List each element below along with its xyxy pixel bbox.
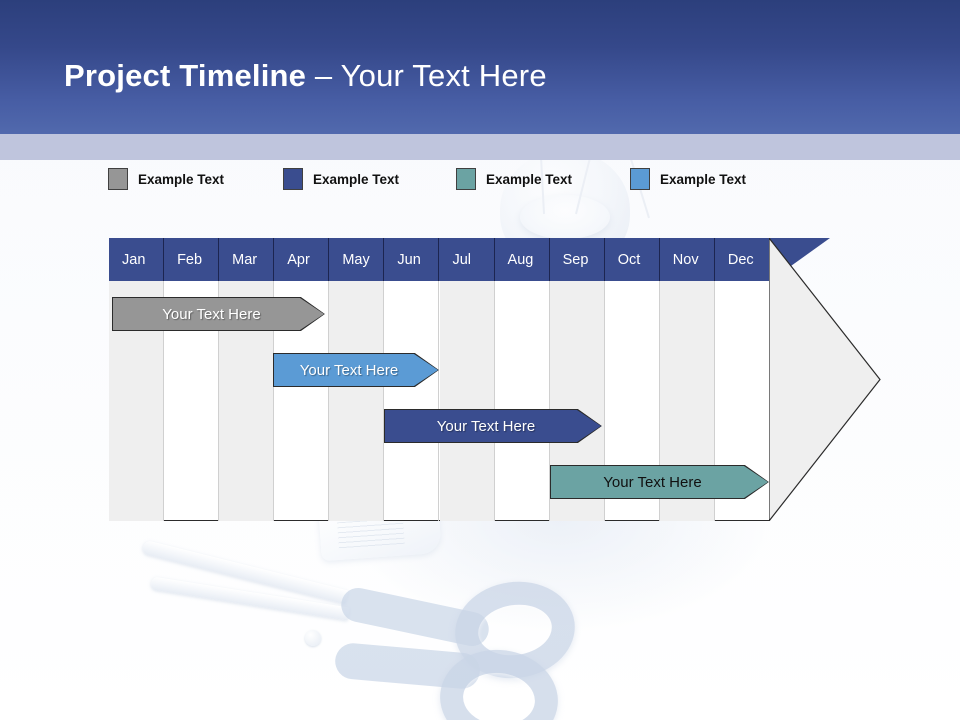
timeline-arrow-head xyxy=(768,236,881,523)
legend-item-0: Example Text xyxy=(108,168,224,190)
legend-swatch-icon xyxy=(630,168,650,190)
scissors-blade-icon xyxy=(150,576,350,621)
month-column-jan xyxy=(109,238,165,521)
legend-label: Example Text xyxy=(138,171,225,187)
month-header-mar[interactable]: Mar xyxy=(219,238,275,281)
scissors-ring-icon xyxy=(435,644,563,720)
task-bar-label: Your Text Here xyxy=(162,305,261,323)
month-header-jun[interactable]: Jun xyxy=(384,238,440,281)
month-header-feb[interactable]: Feb xyxy=(164,238,220,281)
task-bar-shape-icon xyxy=(384,409,602,443)
legend-item-3: Example Text xyxy=(630,168,746,190)
scissors-pivot-icon xyxy=(305,630,321,646)
month-column-aug xyxy=(495,238,550,521)
header-underband xyxy=(0,134,960,160)
task-bar-shape-icon xyxy=(273,353,439,387)
task-bar-3[interactable]: Your Text Here xyxy=(550,465,769,499)
task-bar-label: Your Text Here xyxy=(299,361,399,379)
task-bar-label: Your Text Here xyxy=(436,417,536,435)
scissors-ring-icon xyxy=(448,574,582,686)
legend-item-2: Example Text xyxy=(456,168,572,190)
legend-item-1: Example Text xyxy=(283,168,399,190)
month-header-sep[interactable]: Sep xyxy=(549,238,605,281)
month-column-oct xyxy=(605,238,660,521)
timeline-arrow-head-icon xyxy=(768,236,881,523)
month-header-apr[interactable]: Apr xyxy=(274,238,330,281)
task-bar-1[interactable]: Your Text Here xyxy=(273,353,439,387)
page-title: Project Timeline – Your Text Here xyxy=(64,58,547,94)
month-header-aug[interactable]: Aug xyxy=(494,238,550,281)
page-title-regular: – Your Text Here xyxy=(306,58,547,93)
task-bar-label: Your Text Here xyxy=(603,473,702,491)
scissors-handle-icon xyxy=(338,584,492,650)
month-column-feb xyxy=(164,238,220,521)
task-bar-shape-icon xyxy=(112,297,325,331)
task-bar-shape-icon xyxy=(550,465,769,499)
page-title-bold: Project Timeline xyxy=(64,58,307,93)
month-header-may[interactable]: May xyxy=(329,238,385,281)
task-bar-2[interactable]: Your Text Here xyxy=(384,409,602,443)
legend-swatch-icon xyxy=(456,168,476,190)
header-band xyxy=(0,0,960,134)
pincushion-rim-icon xyxy=(520,195,610,239)
month-column-jun xyxy=(384,238,440,521)
chart-legend: Example Text Example Text Example Text Exam… xyxy=(108,168,828,196)
scissors-handle-icon xyxy=(333,641,482,691)
month-header-dec[interactable]: Dec xyxy=(714,238,770,281)
month-header-oct[interactable]: Oct xyxy=(604,238,660,281)
scissors-blade-icon xyxy=(141,539,349,605)
month-header-jul[interactable]: Jul xyxy=(439,238,495,281)
legend-label: Example Text xyxy=(660,171,747,187)
legend-label: Example Text xyxy=(486,171,573,187)
legend-swatch-icon xyxy=(108,168,128,190)
legend-label: Example Text xyxy=(313,171,400,187)
legend-swatch-icon xyxy=(283,168,303,190)
month-header-nov[interactable]: Nov xyxy=(659,238,715,281)
month-header-jan[interactable]: Jan xyxy=(109,238,165,281)
task-bar-0[interactable]: Your Text Here xyxy=(112,297,325,331)
month-column-jul xyxy=(439,238,495,521)
tape-measure-ticks-icon xyxy=(337,517,405,551)
